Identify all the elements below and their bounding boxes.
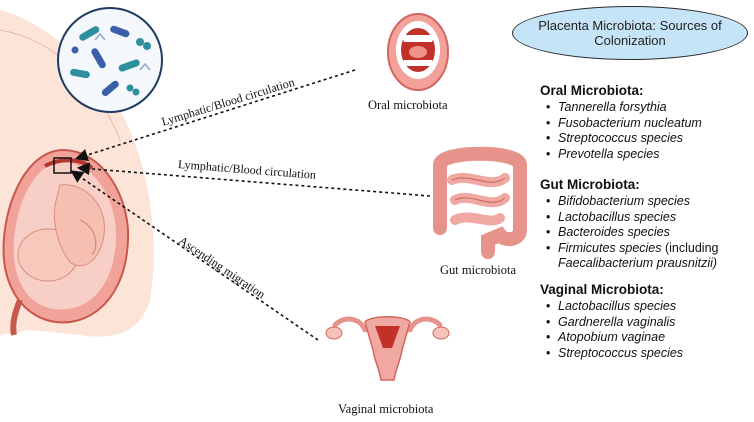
list-item: Gardnerella vaginalis — [546, 315, 752, 331]
list-item: Tannerella forsythia — [546, 100, 752, 116]
vaginal-microbiota-list: Vaginal Microbiota: Lactobacillus specie… — [540, 282, 752, 361]
firmicutes-note: (including — [664, 240, 719, 255]
pregnant-body-illustration — [0, 10, 154, 337]
oral-microbiota-caption: Oral microbiota — [368, 98, 448, 112]
placenta-marker — [53, 157, 72, 174]
list-item: Fusobacterium nucleatum — [546, 116, 752, 132]
firmicutes-name: Firmicutes species — [558, 240, 662, 255]
list-item: Bacteroides species — [546, 225, 752, 241]
vaginal-route-arrow — [70, 170, 319, 341]
list-item: Atopobium vaginae — [546, 330, 752, 346]
firmicutes-subspecies: Faecalibacterium prausnitzii) — [558, 256, 718, 271]
oral-microbiota-heading: Oral Microbiota: — [540, 83, 644, 98]
vaginal-microbiota-heading: Vaginal Microbiota: — [540, 282, 664, 297]
fetus-body-illustration — [53, 184, 105, 267]
gut-microbiota-heading: Gut Microbiota: — [540, 177, 640, 192]
diagram-title: Placenta Microbiota: Sources of Coloniza… — [538, 18, 722, 48]
oral-microbiota-list: Oral Microbiota: Tannerella forsythia Fu… — [540, 83, 752, 162]
list-item: Lactobacillus species — [546, 299, 752, 315]
title-ellipse: Placenta Microbiota: Sources of Coloniza… — [512, 6, 748, 60]
bacteria-magnified-circle — [57, 7, 163, 113]
reproductive-organ-illustration — [325, 316, 450, 381]
list-item: Streptococcus species — [546, 346, 752, 362]
list-item: Lactobacillus species — [546, 210, 752, 226]
list-item: Bifidobacterium species — [546, 194, 752, 210]
list-item: Firmicutes species (including Faecalibac… — [546, 240, 752, 272]
gut-microbiota-caption: Gut microbiota — [440, 263, 517, 277]
vaginal-microbiota-caption: Vaginal microbiota — [338, 402, 434, 416]
list-item: Prevotella species — [546, 147, 752, 163]
oral-route-arrow — [74, 69, 356, 162]
gut-route-arrow — [76, 162, 431, 197]
list-item: Streptococcus species — [546, 131, 752, 147]
intestine-illustration — [433, 146, 527, 259]
mouth-illustration — [387, 13, 449, 91]
gut-microbiota-list: Gut Microbiota: Bifidobacterium species … — [540, 177, 752, 272]
